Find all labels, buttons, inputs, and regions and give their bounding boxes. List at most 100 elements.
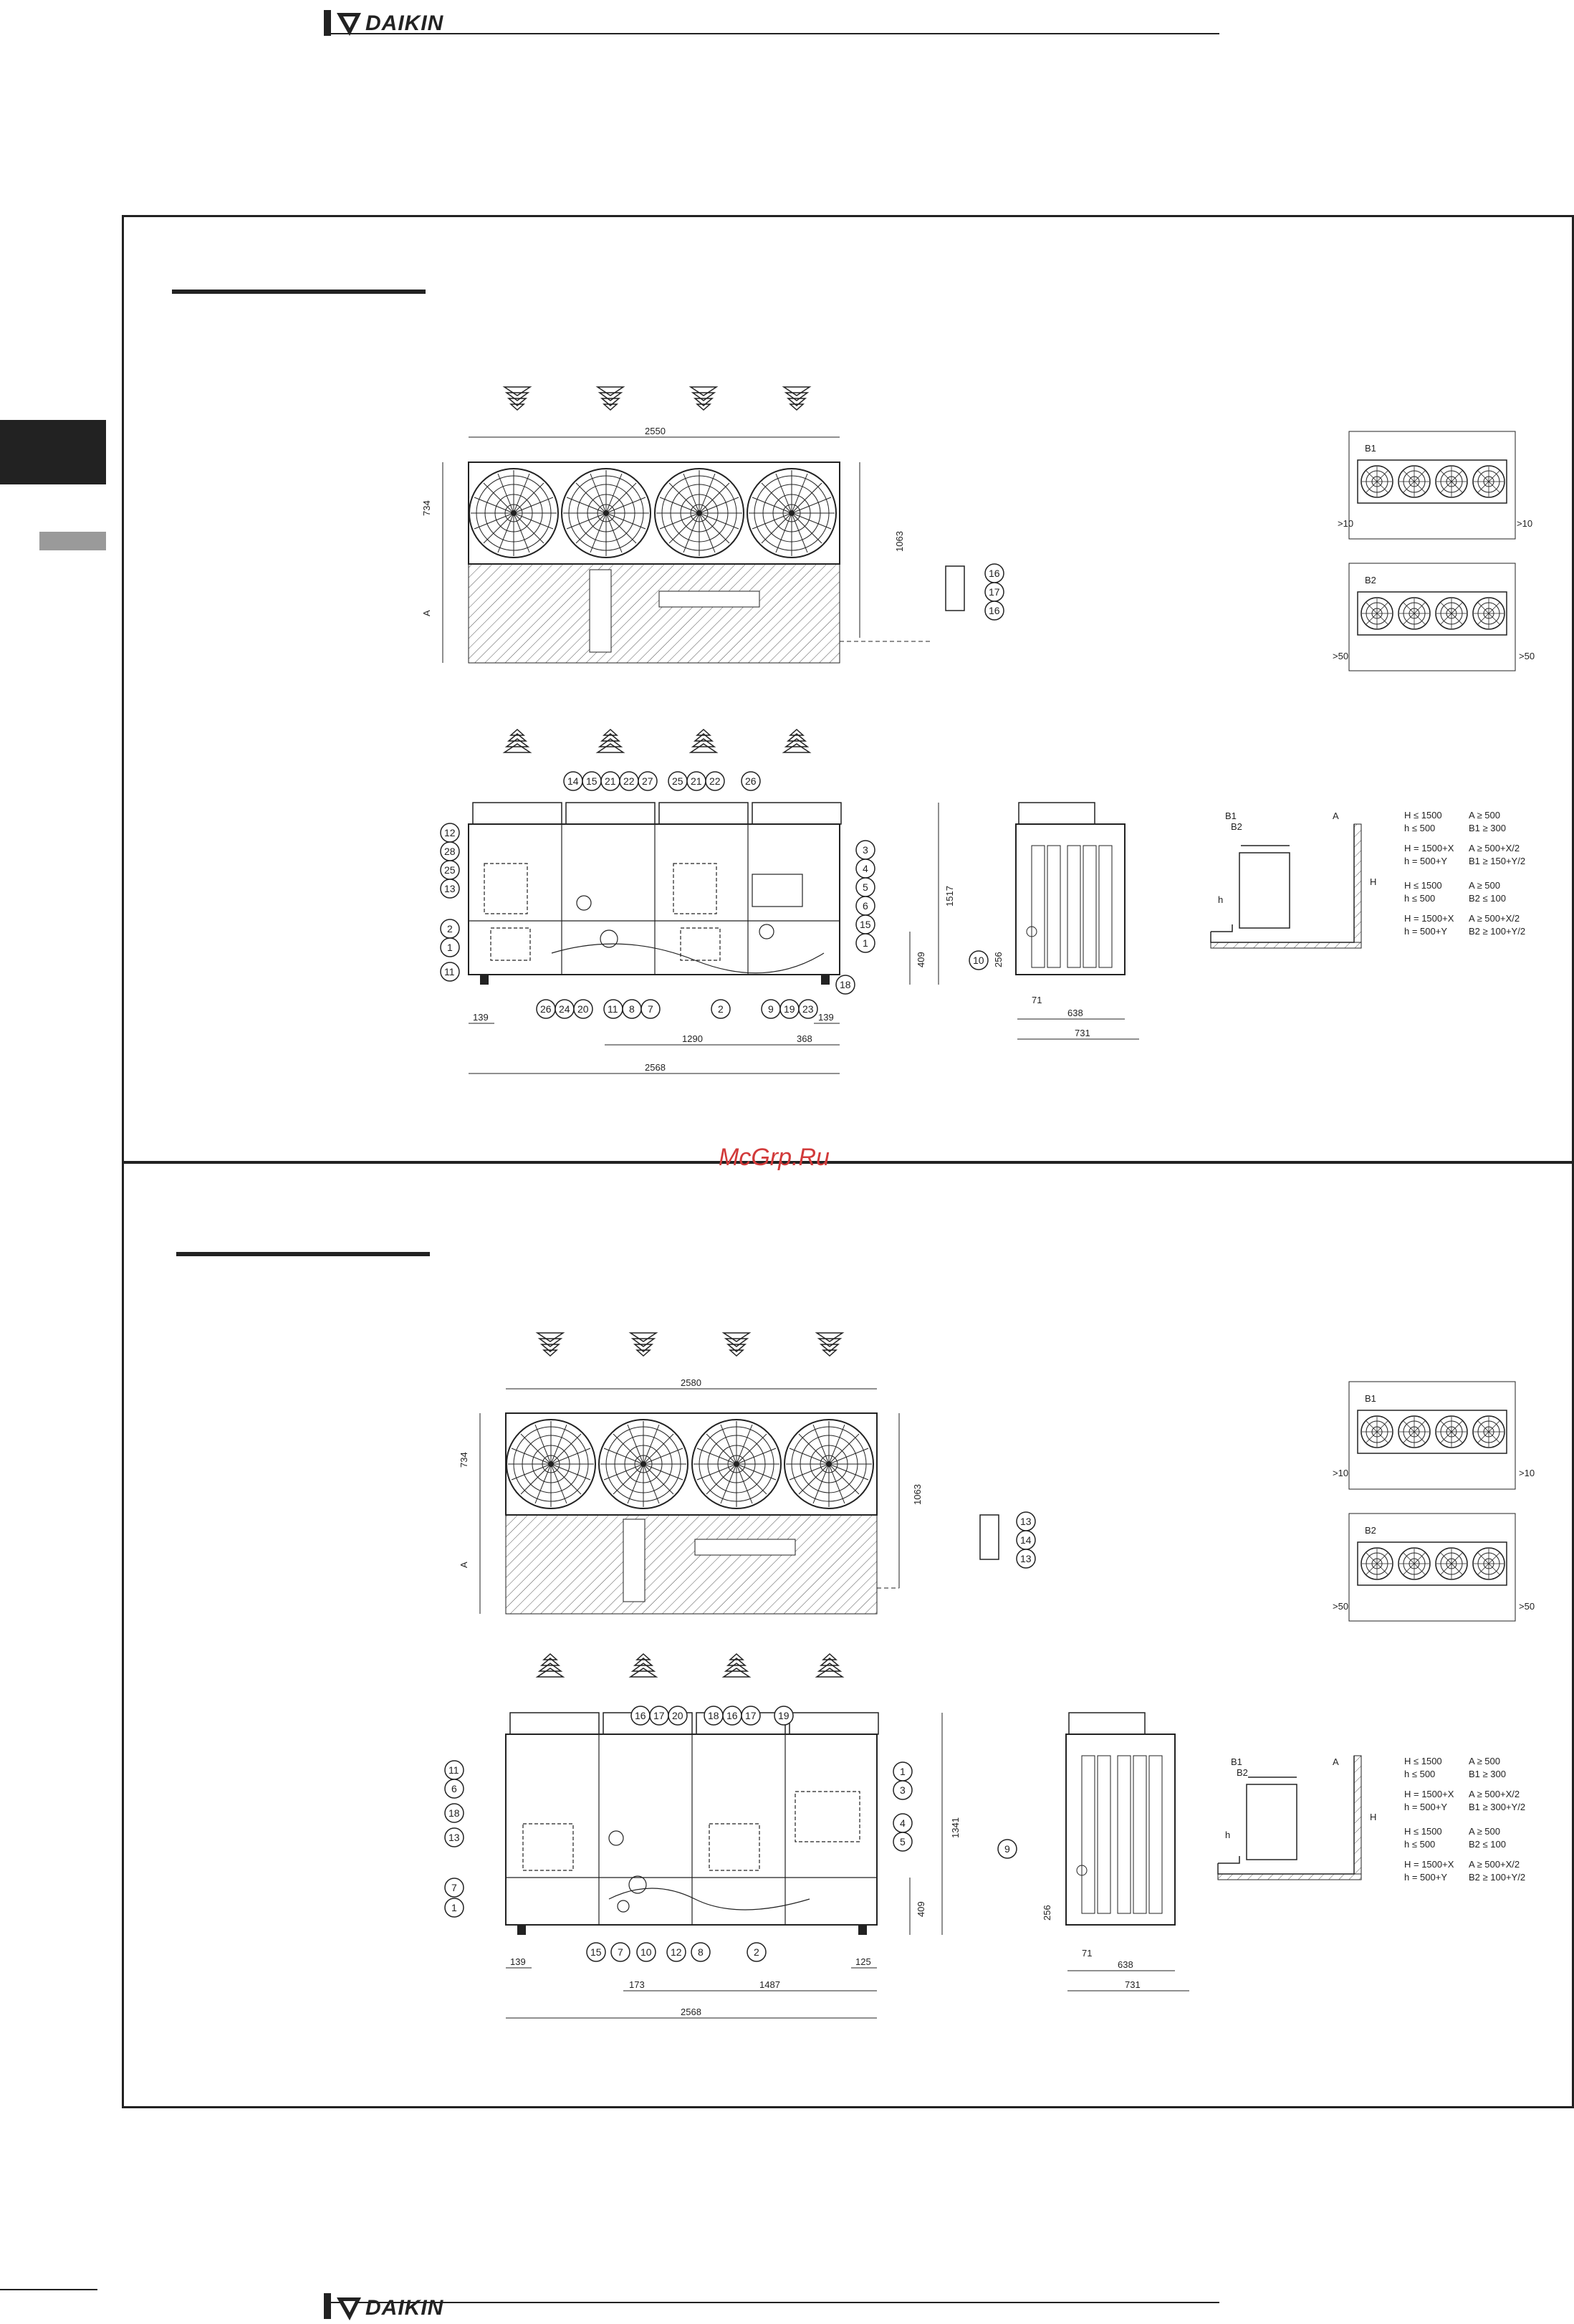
d2-rule-2-right: B1 ≥ 300 xyxy=(1469,1769,1506,1779)
side-tab-dark xyxy=(0,420,106,484)
d1-front-bottom-10: 23 xyxy=(802,1003,814,1015)
d2-front-top-3: 20 xyxy=(672,1710,683,1721)
daikin-mark-icon xyxy=(337,2297,361,2320)
d2-rule-1-left: H ≤ 1500 xyxy=(1404,1756,1442,1766)
d2-front-left-1: 11 xyxy=(448,1764,459,1776)
d2-front-left-2: 6 xyxy=(451,1783,457,1794)
d1-plan-note-2a: >50 xyxy=(1333,651,1348,661)
d2-front-left-5: 7 xyxy=(451,1882,457,1893)
watermark: McGrp.Ru xyxy=(719,1144,830,1171)
d1-rule-6-right: B2 ≤ 100 xyxy=(1469,893,1506,904)
d2-front-right-1: 1 xyxy=(900,1766,906,1777)
d1-top-callout-2: 17 xyxy=(989,586,1000,598)
d2-side-dim-2: 71 xyxy=(1082,1948,1092,1959)
d2-front-top-6: 17 xyxy=(745,1710,757,1721)
d1-front-right-5: 15 xyxy=(860,919,871,930)
d1-plan-note-2b: >50 xyxy=(1519,651,1535,661)
d2-install-a: A xyxy=(1333,1756,1339,1767)
d1-front-height: 1517 xyxy=(944,886,955,907)
d1-front-top-1: 14 xyxy=(567,775,579,787)
d1-front-left-7: 11 xyxy=(444,966,455,977)
d1-rule-8-left: h = 500+Y xyxy=(1404,926,1447,937)
d2-mid-span: 173 xyxy=(629,1979,645,1990)
d1-front-top-4: 22 xyxy=(623,775,635,787)
d1-front-right-1: 3 xyxy=(863,844,868,856)
daikin-logo-icon xyxy=(324,10,331,36)
d2-top-callout-3: 13 xyxy=(1020,1553,1032,1564)
d1-front-left-4: 13 xyxy=(444,883,456,894)
diagram-1-drawing: 2550 734 A 1063 16 17 16 B1 >10 >10 B2 >… xyxy=(421,386,1535,1074)
d1-front-right-4: 6 xyxy=(863,900,868,912)
d1-front-left-5: 2 xyxy=(447,923,453,934)
d1-rule-1-right: A ≥ 500 xyxy=(1469,810,1500,821)
header-logo: DAIKIN xyxy=(324,7,503,40)
d2-plan-note-1a: >10 xyxy=(1333,1468,1348,1478)
d1-rule-4-left: h = 500+Y xyxy=(1404,856,1447,866)
footer-brand: DAIKIN xyxy=(365,2296,444,2320)
diagram-2-drawing: 2580 734 A 1063 13 14 13 B1 >10 >10 B2 >… xyxy=(444,1332,1535,2019)
d1-front-top-2: 15 xyxy=(586,775,598,787)
d1-rule-7-right: A ≥ 500+X/2 xyxy=(1469,913,1520,924)
d2-side-callout: 9 xyxy=(1004,1843,1010,1855)
d2-install-b2: B2 xyxy=(1237,1767,1248,1778)
d2-plan-note-2b: >50 xyxy=(1519,1601,1535,1612)
d1-install-h-lower: h xyxy=(1218,894,1223,905)
d1-plan-b2: B2 xyxy=(1365,575,1376,585)
footer-rule xyxy=(324,2302,1219,2303)
d1-front-left-3: 25 xyxy=(444,864,456,876)
d1-span: 1290 xyxy=(682,1033,703,1044)
d1-rule-5-right: A ≥ 500 xyxy=(1469,880,1500,891)
d2-front-top-5: 16 xyxy=(726,1710,738,1721)
d2-left-foot: 139 xyxy=(510,1956,526,1967)
d2-side-dim-3: 638 xyxy=(1118,1959,1133,1970)
d1-front-right-7: 18 xyxy=(840,979,851,990)
d1-plan-note-1a: >10 xyxy=(1338,518,1353,529)
d2-plan-b2: B2 xyxy=(1365,1525,1376,1536)
d2-rule-5-right: A ≥ 500 xyxy=(1469,1826,1500,1837)
d1-front-bottom-2: 24 xyxy=(559,1003,570,1015)
d1-front-left-2: 28 xyxy=(444,846,456,857)
d2-side-dim-4: 731 xyxy=(1125,1979,1141,1990)
d2-rule-6-right: B2 ≤ 100 xyxy=(1469,1839,1506,1850)
d1-front-right-6: 1 xyxy=(863,937,868,949)
d2-height-top: 734 xyxy=(459,1452,469,1468)
d1-rule-2-left: h ≤ 500 xyxy=(1404,823,1435,833)
airflow-arrow-icon xyxy=(504,386,810,411)
d2-rule-7-left: H = 1500+X xyxy=(1404,1859,1454,1870)
d1-front-top-6: 25 xyxy=(672,775,683,787)
d2-front-top-4: 18 xyxy=(708,1710,719,1721)
d2-top-callout-1: 13 xyxy=(1020,1516,1032,1527)
d1-side-dim-4: 731 xyxy=(1075,1028,1090,1038)
d1-side-dim-3: 638 xyxy=(1067,1008,1083,1018)
d1-height-top: 734 xyxy=(421,500,432,516)
d1-front-bottom-3: 20 xyxy=(577,1003,589,1015)
d2-rule-6-left: h ≤ 500 xyxy=(1404,1839,1435,1850)
d1-front-top-3: 21 xyxy=(605,775,616,787)
d2-front-height: 1341 xyxy=(950,1817,961,1838)
d1-front-bottom-6: 7 xyxy=(648,1003,653,1015)
d2-front-top-7: 19 xyxy=(778,1710,790,1721)
d2-rule-2-left: h ≤ 500 xyxy=(1404,1769,1435,1779)
d2-plan-note-2a: >50 xyxy=(1333,1601,1348,1612)
footer-logo: DAIKIN xyxy=(324,2289,503,2322)
d1-plan-note-1b: >10 xyxy=(1517,518,1532,529)
d1-rule-4-right: B1 ≥ 150+Y/2 xyxy=(1469,856,1525,866)
d1-front-top-9: 26 xyxy=(745,775,757,787)
d1-right-span: 368 xyxy=(797,1033,812,1044)
d1-front-left-6: 1 xyxy=(447,942,453,953)
diagram-panel-2 xyxy=(122,1161,1574,2108)
d2-rule-1-right: A ≥ 500 xyxy=(1469,1756,1500,1766)
d1-rule-6-left: h ≤ 500 xyxy=(1404,893,1435,904)
d1-front-bottom-5: 8 xyxy=(629,1003,635,1015)
d2-front-top-2: 17 xyxy=(653,1710,665,1721)
d2-front-left-3: 18 xyxy=(448,1807,460,1819)
header-brand: DAIKIN xyxy=(365,11,444,35)
d2-rule-5-left: H ≤ 1500 xyxy=(1404,1826,1442,1837)
d2-front-bottom-4: 12 xyxy=(671,1946,682,1958)
d1-front-top-7: 21 xyxy=(691,775,702,787)
panel-1-title-rule xyxy=(172,290,426,294)
d2-base-height: 409 xyxy=(916,1901,926,1917)
d1-side-a: A xyxy=(421,610,432,616)
d2-right-foot: 125 xyxy=(855,1956,871,1967)
d2-rule-4-left: h = 500+Y xyxy=(1404,1802,1447,1812)
